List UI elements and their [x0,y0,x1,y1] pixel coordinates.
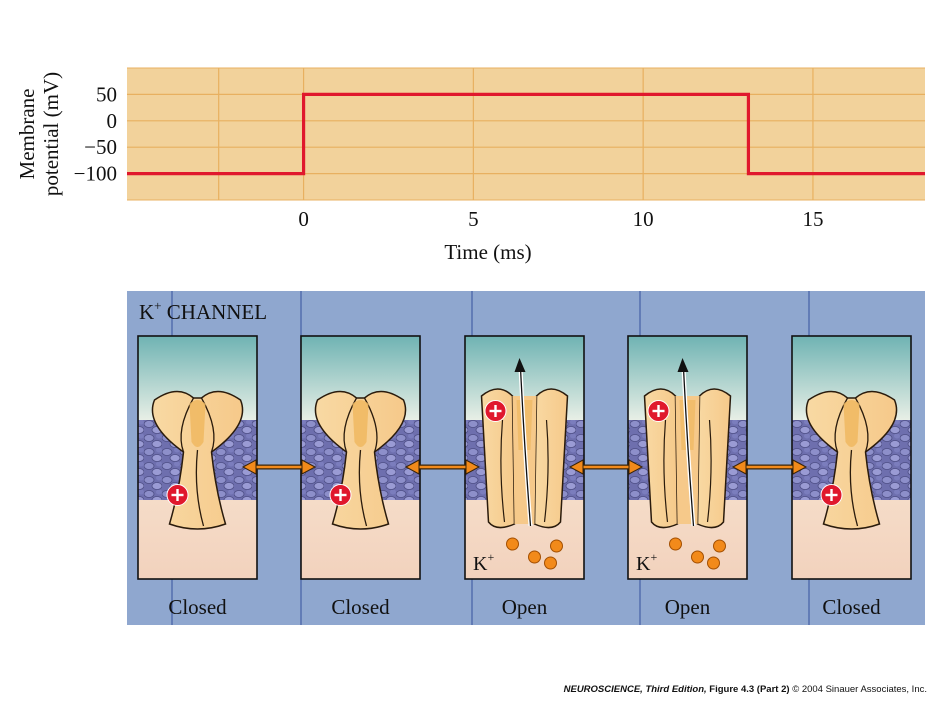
k-ion-dot [692,551,704,563]
positive-charge-gate-icon [821,485,842,506]
positive-charge-gate-icon [330,485,351,506]
y-axis-label-line2: potential (mV) [39,72,63,196]
x-axis-label: Time (ms) [444,240,531,264]
x-tick-labels: 0 5 10 15 [298,207,823,231]
channel-panel-5: Closed [792,336,911,619]
figure-caption: NEUROSCIENCE, Third Edition, Figure 4.3 … [564,684,927,695]
positive-charge-gate-icon [167,485,188,506]
panel-state-label: Closed [331,595,390,619]
channel-panel-3: K+Open [465,336,584,619]
k-ion-dot [507,538,519,550]
k-ion-dot [529,551,541,563]
panel-state-label: Open [665,595,711,619]
x-tick-label: 10 [633,207,654,231]
x-tick-label: 5 [468,207,479,231]
caption-copyright: © 2004 Sinauer Associates, Inc. [792,684,927,695]
panel-state-label: Open [502,595,548,619]
y-tick-label: 50 [96,82,117,106]
k-ion-dot [708,557,720,569]
caption-book: NEUROSCIENCE, Third Edition, [564,684,707,695]
positive-charge-gate-icon [648,401,669,422]
x-tick-label: 15 [802,207,823,231]
y-tick-label: −50 [84,135,117,159]
caption-figure: Figure 4.3 (Part 2) [709,684,789,695]
k-ion-dot [714,540,726,552]
chart-plot-area [127,68,925,200]
panel-state-label: Closed [822,595,881,619]
panel-state-label: Closed [168,595,227,619]
y-tick-labels: 50 0−50 −100 [74,82,117,185]
y-axis-label-line1: Membrane [15,89,39,180]
channel-panel-2: Closed [301,336,420,619]
positive-charge-gate-icon [485,401,506,422]
x-tick-label: 0 [298,207,309,231]
y-tick-label: −100 [74,162,117,186]
k-ion-dot [545,557,557,569]
k-ion-dot [551,540,563,552]
channel-panel-4: K+Open [628,336,747,619]
channel-panel-1: Closed [138,336,257,619]
k-ion-dot [670,538,682,550]
y-tick-label: 0 [107,109,118,133]
